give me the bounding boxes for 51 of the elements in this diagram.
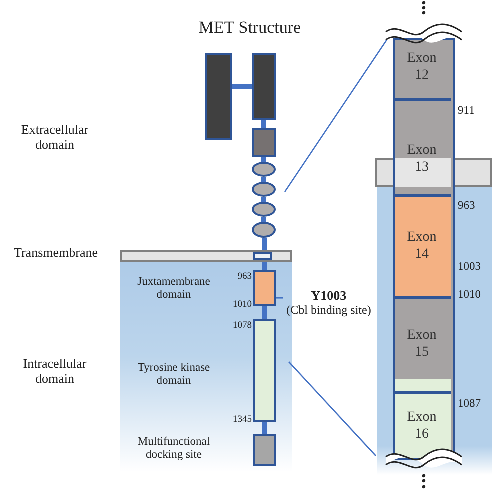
domain-label: Tyrosine kinase domain bbox=[136, 362, 212, 388]
exon-label: Exon 14 bbox=[406, 230, 438, 264]
membrane-band bbox=[455, 158, 492, 187]
exon-block bbox=[395, 394, 451, 458]
position-number: 1078 bbox=[232, 321, 252, 332]
position-number: 1345 bbox=[232, 415, 252, 426]
backbone-connector bbox=[262, 217, 266, 222]
exon-label: Exon 16 bbox=[406, 410, 438, 444]
domain-block bbox=[252, 128, 276, 157]
ig-like-domain bbox=[252, 222, 276, 238]
domain-block bbox=[205, 53, 232, 140]
backbone-connector bbox=[262, 157, 266, 162]
ig-like-domain bbox=[252, 182, 276, 197]
backbone-connector bbox=[262, 197, 266, 202]
exon-column bbox=[393, 38, 455, 460]
position-number: 1003 bbox=[458, 261, 482, 274]
exon-label: Exon 13 bbox=[406, 143, 438, 177]
backbone-connector bbox=[232, 84, 252, 89]
membrane-band bbox=[375, 158, 393, 187]
docking-site-block bbox=[253, 434, 276, 466]
transmembrane-segment bbox=[253, 252, 272, 260]
kinase-domain-block bbox=[253, 319, 276, 422]
domain-block bbox=[252, 53, 276, 120]
backbone-connector bbox=[262, 260, 267, 270]
exon-label: Exon 12 bbox=[406, 51, 438, 85]
region-label: Transmembrane bbox=[12, 246, 99, 261]
backbone-connector bbox=[262, 422, 267, 434]
backbone-connector bbox=[262, 120, 266, 128]
ig-like-domain bbox=[252, 162, 276, 177]
residue-label: Y1003 bbox=[311, 288, 347, 304]
exon-block bbox=[395, 197, 451, 299]
site-annotation: (Cbl binding site) bbox=[286, 304, 372, 318]
exon-label: Exon 15 bbox=[406, 328, 438, 362]
region-label: Extracellular domain bbox=[20, 123, 90, 153]
diagram-title: MET Structure bbox=[198, 18, 302, 38]
position-number: 963 bbox=[458, 200, 476, 214]
juxtamembrane-domain-block bbox=[253, 270, 276, 306]
position-number: 1010 bbox=[232, 300, 252, 311]
backbone-connector bbox=[262, 238, 267, 252]
backbone-connector bbox=[262, 306, 267, 319]
position-number: 1087 bbox=[458, 398, 482, 412]
backbone-connector bbox=[262, 177, 266, 182]
membrane-bar bbox=[120, 250, 292, 262]
position-number: 1010 bbox=[458, 289, 482, 302]
position-number: 911 bbox=[458, 105, 476, 118]
domain-label: Juxtamembrane domain bbox=[136, 276, 212, 302]
region-label: Intracellular domain bbox=[22, 357, 88, 387]
ig-like-domain bbox=[252, 202, 276, 217]
domain-label: Multifunctional docking site bbox=[136, 436, 212, 462]
position-number: 963 bbox=[236, 272, 252, 283]
leader-line bbox=[276, 297, 283, 299]
